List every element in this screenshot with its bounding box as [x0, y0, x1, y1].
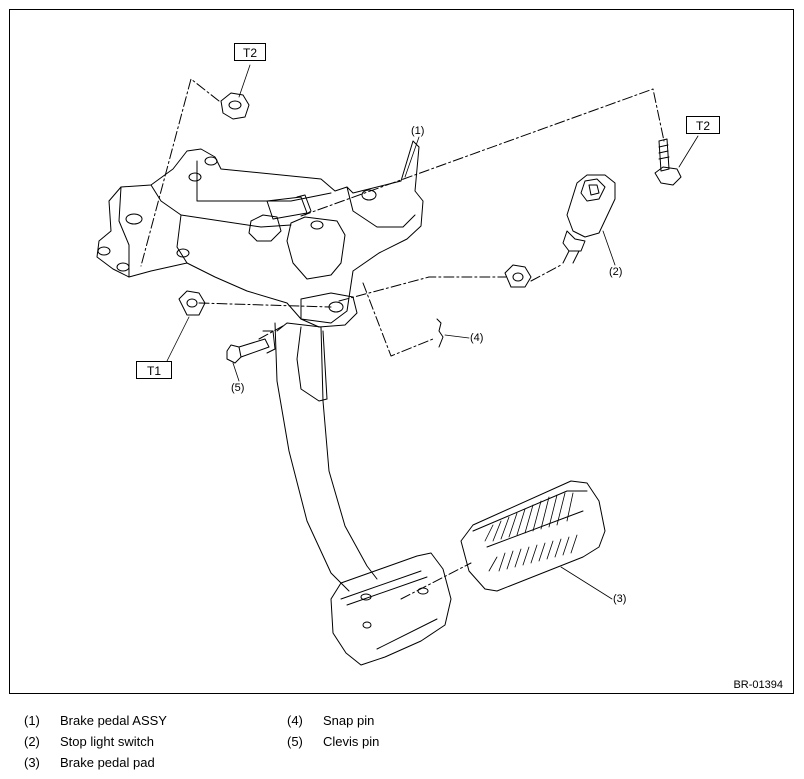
figure-id: BR-01394 — [733, 679, 783, 691]
legend-number: (4) — [287, 713, 303, 728]
torque-label-t1: T1 — [136, 361, 172, 379]
legend-text: Stop light switch — [60, 734, 154, 749]
callout-4: (4) — [470, 332, 484, 344]
nut-t2-top — [220, 92, 250, 120]
snap-pin — [436, 318, 444, 348]
legend-number: (5) — [287, 734, 303, 749]
legend-number: (1) — [24, 713, 40, 728]
torque-label-t2-right: T2 — [686, 116, 720, 134]
bolt-t2-right — [654, 138, 682, 186]
legend-text: Brake pedal ASSY — [60, 713, 167, 728]
legend-text: Brake pedal pad — [60, 755, 155, 770]
brake-pedal-bracket — [96, 140, 424, 328]
pedal-arm — [274, 322, 378, 592]
nut-t1 — [178, 290, 206, 316]
legend-number: (3) — [24, 755, 40, 770]
callout-3: (3) — [613, 593, 627, 605]
legend-text: Clevis pin — [323, 734, 380, 749]
legend-text: Snap pin — [323, 713, 375, 728]
pedal-pad-base — [330, 552, 452, 666]
stop-light-switch — [562, 174, 616, 264]
brake-pedal-pad — [460, 480, 606, 592]
diagram-frame: T2 T2 T1 (1) (2) (3) (4) (5) BR-01394 — [9, 9, 794, 694]
assembly-lines — [140, 78, 665, 600]
switch-lock-nut — [504, 264, 532, 288]
torque-label-t2-top: T2 — [234, 43, 266, 61]
callout-2: (2) — [609, 266, 623, 278]
clevis-pin — [226, 330, 276, 364]
callout-1: (1) — [411, 125, 425, 137]
leader-lines — [166, 64, 699, 600]
callout-5: (5) — [231, 382, 245, 394]
legend-number: (2) — [24, 734, 40, 749]
brake-pedal-exploded-drawing — [96, 64, 699, 666]
